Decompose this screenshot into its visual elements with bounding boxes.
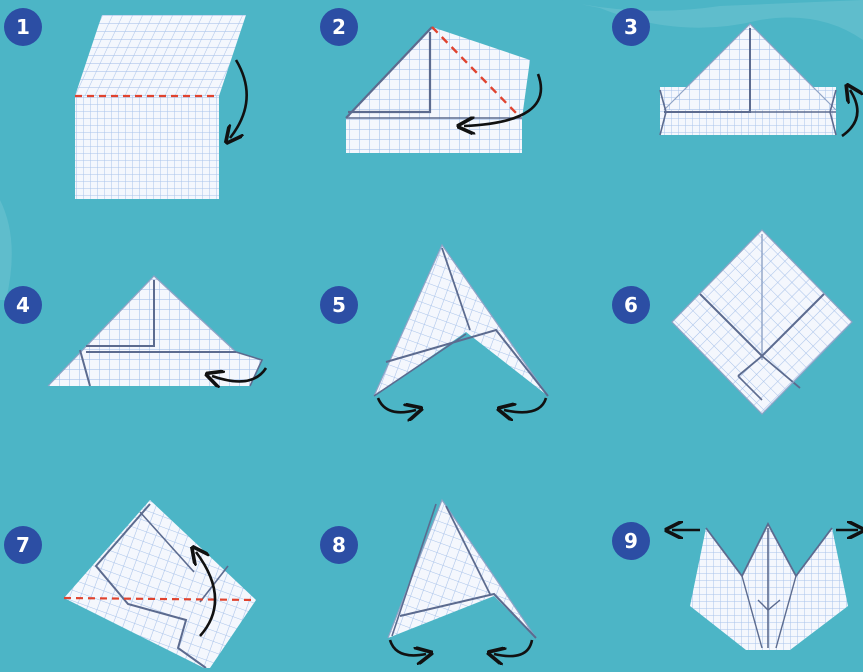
curved-arrow-icon	[842, 90, 857, 136]
step-badge-5: 5	[320, 286, 358, 324]
background-blob	[560, 0, 863, 40]
background-blob	[0, 200, 12, 300]
step-badge-7: 7	[4, 526, 42, 564]
step-9-illustration	[672, 524, 858, 650]
step-badge-4: 4	[4, 286, 42, 324]
step-badge-9: 9	[612, 522, 650, 560]
step-6-illustration	[672, 230, 852, 414]
step-4-illustration	[48, 276, 266, 386]
step-badge-8: 8	[320, 526, 358, 564]
step-badge-3: 3	[612, 8, 650, 46]
step-5-illustration	[374, 245, 548, 412]
step-3-illustration	[660, 24, 857, 136]
step-badge-1: 1	[4, 8, 42, 46]
step-badge-6: 6	[612, 286, 650, 324]
curved-arrow-icon	[390, 640, 426, 655]
curved-arrow-icon	[230, 60, 247, 138]
step-8-illustration	[388, 500, 536, 656]
curved-arrow-icon	[378, 398, 416, 412]
step-badge-2: 2	[320, 8, 358, 46]
step-7-illustration	[64, 500, 256, 668]
curved-arrow-icon	[494, 640, 532, 656]
step-2-illustration	[346, 27, 541, 153]
curved-arrow-icon	[504, 398, 546, 412]
step-1-illustration	[75, 15, 247, 199]
